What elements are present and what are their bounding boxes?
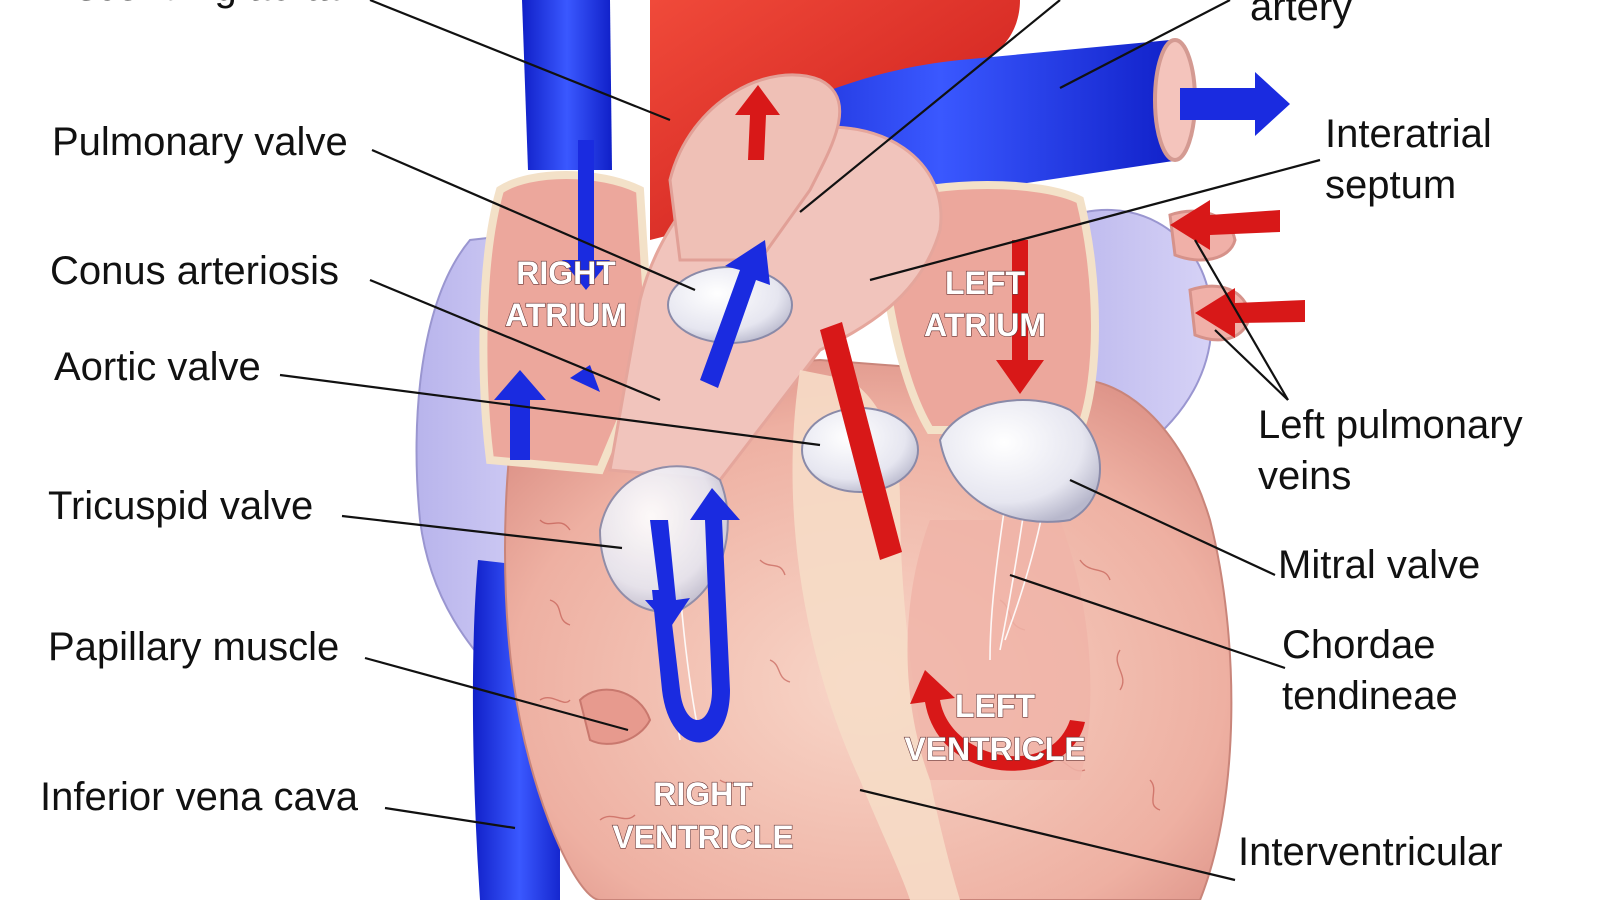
leader-lines [279,0,1321,882]
leader-ascending-aorta [369,0,671,122]
leader-conus-arteriosis [369,278,661,402]
mitral-valve-shape [938,399,1101,523]
label-left-pulmonary-veins-2: veins [1258,454,1351,498]
leader-mitral-valve [1069,479,1276,576]
aortic-root [668,73,842,262]
label-conus-arteriosis: Conus arteriosis [50,249,339,293]
anatomy-labels: Ascending aorta Pulmonary valve Conus ar… [40,0,1523,874]
blue-arrow-tricuspid-down [645,520,690,628]
blue-arrow-rv-u-turn [652,488,740,743]
label-interatrial-septum-1: Interatrial [1325,112,1492,156]
leader-inferior-vena-cava [384,806,516,830]
interventricular-septum [792,370,960,900]
left-ventricle-label-1: LEFT [955,688,1035,724]
label-chordae-tendineae-2: tendineae [1282,674,1458,718]
blue-arrow-svc-down [562,140,610,290]
leader-papillary-muscle [364,656,629,732]
label-tricuspid-valve: Tricuspid valve [48,484,313,528]
label-pulmonary-artery: artery [1250,0,1352,29]
label-inferior-vena-cava: Inferior vena cava [40,775,359,819]
red-arrow-la-down [996,240,1044,394]
heart-illustration [415,0,1252,900]
blue-arrow-conus-up [700,240,770,388]
left-atrium-label-1: LEFT [945,265,1025,301]
left-ventricle-cavity [907,520,1091,780]
leader-interventricular [859,788,1236,882]
label-interatrial-septum-2: septum [1325,163,1456,207]
superior-vena-cava [522,0,612,170]
label-papillary-muscle: Papillary muscle [48,625,339,669]
right-ventricle-label-1: RIGHT [653,776,753,812]
leader-top-pointer [799,0,1061,213]
leader-tricuspid-valve [341,514,623,550]
left-atrium-label-2: ATRIUM [924,307,1046,343]
aorta [650,0,1020,240]
label-ascending-aorta: Ascending aorta [50,0,340,9]
flow-arrows [494,72,1305,771]
red-arrow-vein-lower [1195,288,1305,338]
label-aortic-valve: Aortic valve [54,345,261,389]
right-atrium-label-1: RIGHT [516,255,616,291]
label-mitral-valve: Mitral valve [1278,543,1480,587]
leader-left-pulmonary-veins-b [1214,329,1289,401]
label-left-pulmonary-veins-1: Left pulmonary [1258,403,1523,447]
label-chordae-tendineae-1: Chordae [1282,623,1435,667]
leader-aortic-valve [279,373,821,447]
label-interventricular: Interventricular [1238,830,1503,874]
leader-interatrial-septum [869,158,1321,282]
leader-pulmonary-artery [1059,0,1231,89]
red-arrow-lv-curve [910,670,1085,771]
chamber-labels: RIGHT ATRIUM LEFT ATRIUM LEFT VENTRICLE … [504,254,1086,855]
left-ventricle-label-2: VENTRICLE [904,731,1085,767]
red-arrow-aorta-up [735,85,780,160]
leader-pulmonary-valve [371,148,696,292]
right-ventricle-label-2: VENTRICLE [612,819,793,855]
right-atrium-label-2: ATRIUM [505,297,627,333]
leader-left-pulmonary-veins-a [1194,239,1289,401]
papillary-muscle [578,688,652,745]
blue-arrow-ivc-up [494,370,546,460]
leader-chordae-tendineae [1009,573,1286,670]
red-arrow-aortic-diagonal [820,322,902,560]
red-arrow-vein-upper [1170,200,1280,250]
blue-arrow-pulmonary-out [1180,72,1290,136]
label-pulmonary-valve: Pulmonary valve [52,120,348,164]
